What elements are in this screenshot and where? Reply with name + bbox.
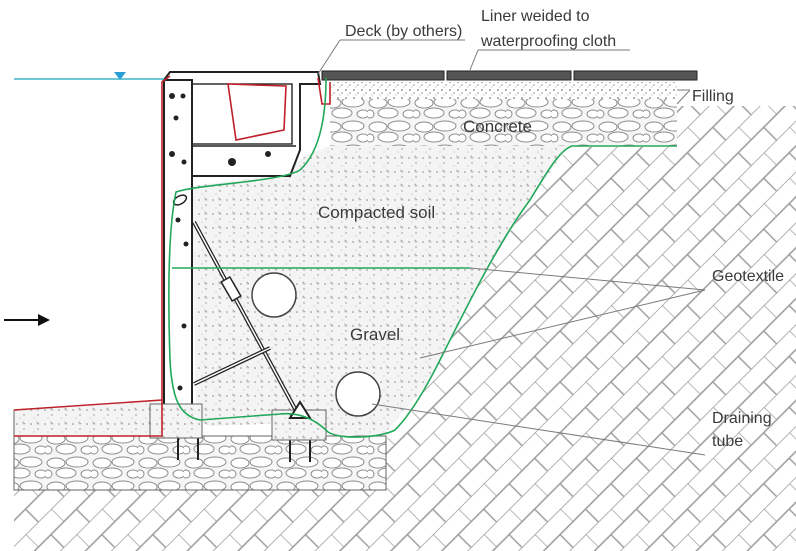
- water-level-marker-icon: [114, 72, 126, 80]
- deck-plate: [573, 70, 698, 81]
- draining-tube-label-line1: Draining: [712, 410, 772, 427]
- liner-label-line2: waterproofing cloth: [480, 33, 616, 50]
- brace-strut: [192, 221, 302, 419]
- wall-panel: [163, 79, 193, 421]
- concrete-label: Concrete: [463, 117, 532, 136]
- geotextile-label: Geotextile: [712, 268, 784, 285]
- compacted-soil-label: Compacted soil: [318, 203, 435, 222]
- deck-plate: [321, 70, 445, 81]
- liner-label-line1: Liner weided to: [481, 8, 590, 25]
- base-stone-bed: [13, 435, 387, 491]
- skimmer-mouth: [227, 83, 287, 141]
- native-ground: [14, 106, 796, 551]
- ground-anchors: [149, 400, 327, 462]
- draining-tube-label-line2: tube: [712, 433, 743, 450]
- deck-plate: [446, 70, 572, 81]
- flow-arrow-icon: [4, 314, 50, 326]
- filling-layer: [330, 82, 677, 99]
- geotextile-membrane: [168, 77, 677, 438]
- backfill-area: [192, 146, 568, 437]
- deck-label: Deck (by others): [345, 23, 462, 40]
- conduit-circle: [251, 272, 297, 318]
- gravel-label: Gravel: [350, 325, 400, 344]
- draining-tube-circle: [335, 371, 381, 417]
- pool-liner: [14, 75, 331, 437]
- pool-liner-floor: [13, 399, 163, 411]
- concrete-layer: [330, 98, 677, 146]
- leader-lines: [317, 39, 706, 456]
- filling-label: Filling: [692, 88, 734, 105]
